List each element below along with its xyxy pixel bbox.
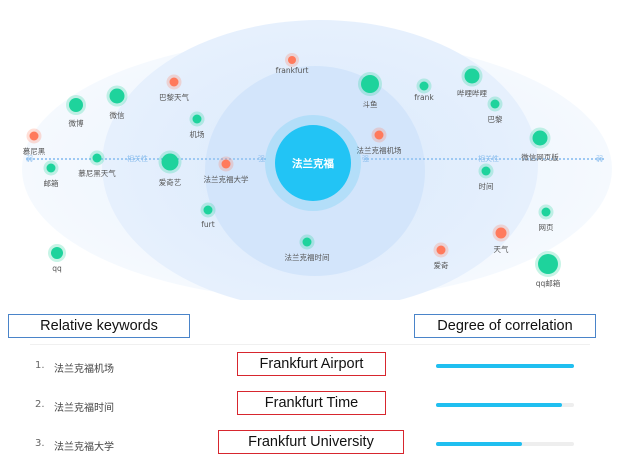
keyword-node-dot[interactable] (495, 227, 507, 239)
axis-right-relevance-label: 相关性 (478, 155, 499, 163)
keyword-node-label[interactable]: 哔哩哔哩 (457, 88, 487, 98)
keyword-node-dot[interactable] (46, 163, 56, 173)
keyword-node-label[interactable]: 法兰克福大学 (203, 174, 249, 184)
keyword-node-label[interactable]: 微博 (68, 119, 84, 128)
keyword-node-label[interactable]: 慕尼黑 (22, 146, 46, 156)
row-translation-box: Frankfurt Airport (237, 352, 386, 376)
keyword-node-dot[interactable] (192, 114, 202, 124)
keyword-node-dot[interactable] (169, 77, 179, 87)
keyword-node-label[interactable]: 法兰克福机场 (356, 145, 402, 155)
row-keyword[interactable]: 法兰克福大学 (54, 442, 114, 453)
correlation-bar-fill (436, 442, 522, 446)
correlation-bar-track (436, 403, 574, 407)
keyword-node-label[interactable]: 巴黎 (487, 114, 503, 124)
row-translation-box: Frankfurt University (218, 430, 404, 454)
keyword-node-dot[interactable] (288, 56, 296, 64)
relative-keywords-header-text: Relative keywords (40, 318, 158, 334)
keyword-node-dot[interactable] (69, 98, 83, 112)
keyword-node-dot[interactable] (203, 205, 213, 215)
keyword-node-dot[interactable] (29, 131, 39, 141)
keyword-node-label[interactable]: 斗鱼 (362, 100, 378, 109)
keyword-node-label[interactable]: 巴黎天气 (159, 92, 189, 102)
keyword-node-dot[interactable] (109, 88, 125, 104)
center-keyword-label: 法兰克福 (292, 157, 334, 170)
keyword-node-dot[interactable] (302, 237, 312, 247)
degree-of-correlation-header: Degree of correlation (414, 314, 596, 338)
keyword-node-label[interactable]: 微信 (109, 110, 125, 120)
keyword-node-dot[interactable] (361, 75, 379, 93)
keyword-node-dot[interactable] (436, 245, 446, 255)
keyword-node-label[interactable]: 网页 (538, 222, 554, 232)
keyword-node-dot[interactable] (490, 99, 500, 109)
axis-left-strong-label: 强 (258, 155, 265, 163)
correlation-bar-fill (436, 403, 562, 407)
relevance-axis-right (364, 158, 604, 160)
keyword-node-dot[interactable] (532, 130, 548, 146)
row-translation-box: Frankfurt Time (237, 391, 386, 415)
keyword-node-label[interactable]: frank (414, 92, 434, 102)
axis-right-strong-label: 强 (362, 155, 369, 163)
keyword-node-dot[interactable] (374, 130, 384, 140)
keyword-node-label[interactable]: 爱奇艺 (158, 177, 182, 187)
correlation-bar-fill (436, 364, 574, 368)
keyword-node-dot[interactable] (481, 166, 491, 176)
keyword-node-label[interactable]: 爱奇 (433, 260, 449, 270)
keyword-node-label[interactable]: 机场 (189, 129, 205, 139)
keyword-node-dot[interactable] (221, 159, 231, 169)
keyword-node-dot[interactable] (538, 254, 558, 274)
keyword-row-2: 2. 法兰克福时间 Frankfurt Time (0, 391, 620, 421)
row-translation: Frankfurt Airport (259, 356, 364, 372)
keyword-node-label[interactable]: 慕尼黑天气 (78, 168, 116, 178)
keyword-row-3: 3. 法兰克福大学 Frankfurt University (0, 430, 620, 460)
keyword-relation-graph: 弱 相关性 强 强 相关性 弱 frankfurt 斗鱼 frank 哔哩哔哩巴黎 巴黎… (22, 20, 612, 300)
keyword-node-label[interactable]: frankfurt (275, 66, 309, 75)
keyword-node-label[interactable]: 天气 (493, 244, 509, 254)
correlation-bar-track (436, 442, 574, 446)
keyword-node-label[interactable]: 法兰克福时间 (284, 252, 330, 262)
relative-keywords-header: Relative keywords (8, 314, 190, 338)
axis-right-weak-label: 弱 (596, 155, 603, 163)
keyword-node-dot[interactable] (51, 247, 63, 259)
keyword-node-dot[interactable] (92, 153, 102, 163)
keyword-node-dot[interactable] (161, 153, 179, 171)
keyword-node-label[interactable]: qq邮箱 (535, 279, 561, 288)
row-translation: Frankfurt University (248, 434, 374, 450)
keyword-row-1: 1. 法兰克福机场 Frankfurt Airport (0, 352, 620, 382)
center-keyword-node[interactable]: 法兰克福 (275, 125, 351, 201)
keyword-node-label[interactable]: 微信网页版 (521, 152, 559, 162)
axis-left-weak-label: 弱 (26, 155, 33, 163)
keyword-node-label[interactable]: qq (52, 264, 62, 273)
relevance-axis-left (26, 158, 266, 160)
keyword-node-label[interactable]: furt (201, 219, 215, 229)
keyword-node-dot[interactable] (541, 207, 551, 217)
degree-of-correlation-header-text: Degree of correlation (437, 318, 573, 334)
row-rank: 2. (35, 399, 45, 410)
correlation-bar-track (436, 364, 574, 368)
table-divider (30, 344, 590, 345)
row-keyword[interactable]: 法兰克福机场 (54, 364, 114, 375)
row-keyword[interactable]: 法兰克福时间 (54, 403, 114, 414)
axis-left-relevance-label: 相关性 (127, 155, 148, 163)
keyword-node-dot[interactable] (419, 81, 429, 91)
row-translation: Frankfurt Time (264, 395, 359, 411)
row-rank: 3. (35, 438, 45, 449)
row-rank: 1. (35, 360, 45, 371)
keyword-node-label[interactable]: 时间 (478, 181, 494, 191)
keyword-node-dot[interactable] (464, 68, 480, 84)
keyword-node-label[interactable]: 邮箱 (43, 178, 59, 188)
